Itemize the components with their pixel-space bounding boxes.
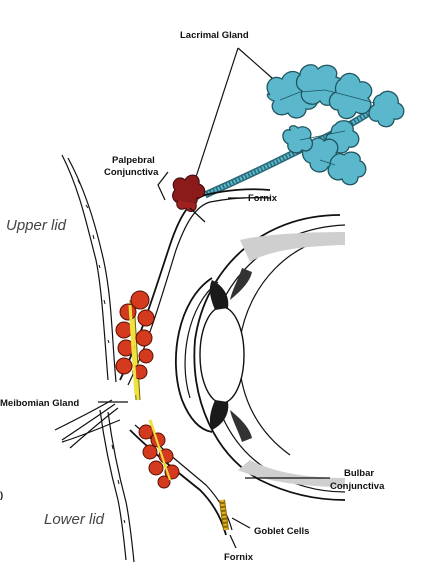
label-upper-lid: Upper lid <box>6 217 67 234</box>
label-edge-fragment: ) <box>0 490 3 501</box>
leader-lines <box>98 171 330 549</box>
label-fornix-lower: Fornix <box>224 552 254 563</box>
lacrimal-leader-2 <box>237 47 273 79</box>
eyeball <box>175 214 346 501</box>
label-palpebral-line2: Conjunctiva <box>104 167 159 178</box>
accessory-gland <box>172 174 206 223</box>
label-meibomian-gland: Meibomian Gland <box>0 398 79 409</box>
lacrimal-gland <box>203 64 405 199</box>
label-palpebral-line1: Palpebral <box>112 155 155 166</box>
label-lower-lid: Lower lid <box>44 511 105 528</box>
label-goblet-cells: Goblet Cells <box>254 526 309 537</box>
meibomian-gland-lower <box>138 419 180 489</box>
goblet-cells <box>219 499 229 531</box>
lower-lid-skin <box>99 409 135 563</box>
lacrimal-leader-1 <box>194 47 239 181</box>
label-bulbar-line1: Bulbar <box>344 468 374 479</box>
label-bulbar-line2: Conjunctiva <box>330 481 385 492</box>
label-lacrimal-gland: Lacrimal Gland <box>180 30 249 41</box>
meibomian-gland-upper <box>115 290 155 401</box>
upper-lid-skin <box>61 154 117 383</box>
label-fornix-upper: Fornix <box>248 193 278 204</box>
eyelashes <box>54 399 121 449</box>
